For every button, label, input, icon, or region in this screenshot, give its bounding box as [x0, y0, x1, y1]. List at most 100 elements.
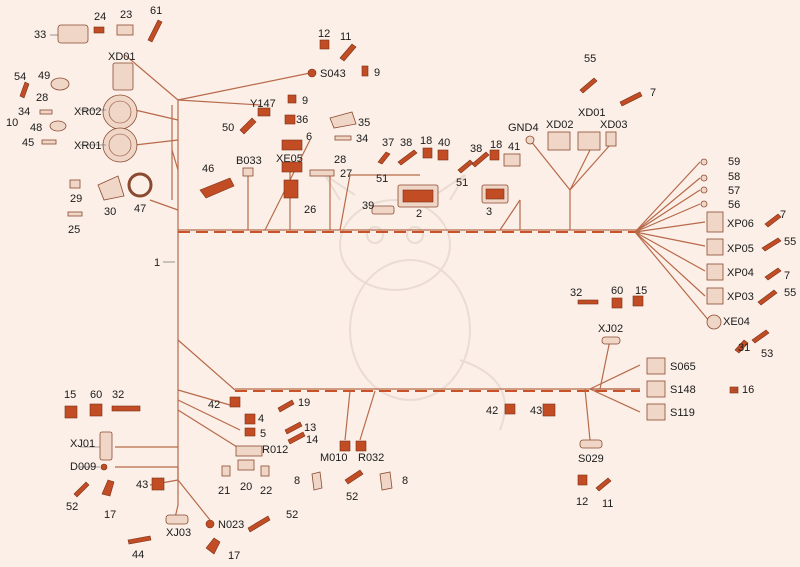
part-4-seal-icon [244, 413, 256, 425]
label-1: 1 [154, 257, 160, 269]
XE05-connector-icon [281, 161, 303, 173]
S065-splice-icon [646, 357, 666, 375]
label-9b: 9 [302, 95, 308, 107]
label-XJ02: XJ02 [598, 323, 623, 335]
label-54: 54 [14, 71, 26, 83]
label-12a: 12 [318, 28, 330, 40]
label-59: 59 [728, 156, 740, 168]
part-38a-terminal-icon [397, 149, 418, 166]
label-S043: S043 [320, 68, 346, 80]
part-34-seal-icon [39, 109, 53, 115]
label-32b: 32 [112, 389, 124, 401]
part-7c-terminal-icon [764, 267, 782, 281]
parts [19, 19, 782, 555]
label-20: 20 [240, 481, 252, 493]
part-56-terminal-icon [700, 200, 708, 208]
label-XD01-top: XD01 [108, 51, 136, 63]
label-52b: 52 [346, 491, 358, 503]
B033-connector-icon [242, 167, 254, 177]
label-15b: 15 [64, 389, 76, 401]
label-13: 13 [304, 422, 316, 434]
label-52a: 52 [66, 501, 78, 513]
part-51b-pin-icon [457, 159, 474, 174]
part-27-plug-icon [309, 169, 335, 177]
part-11b-terminal-icon [595, 477, 612, 492]
label-19: 19 [298, 397, 310, 409]
label-53: 53 [761, 348, 773, 360]
XP04-connector-icon [706, 263, 724, 281]
label-S148: S148 [670, 384, 696, 396]
label-Y147: Y147 [250, 98, 276, 110]
label-8a: 8 [294, 475, 300, 487]
label-30: 30 [104, 206, 116, 218]
label-56: 56 [728, 199, 740, 211]
part-25-pin-icon [67, 211, 83, 217]
part-9-clip-icon [287, 94, 297, 104]
XD02-connector-icon [547, 131, 571, 151]
label-43b: 43 [136, 479, 148, 491]
label-58: 58 [728, 171, 740, 183]
label-R032: R032 [358, 452, 384, 464]
XD01-connector-icon [577, 131, 601, 151]
part-21-fuse-icon [221, 465, 231, 477]
M010-connector-icon [339, 440, 351, 452]
label-36: 36 [296, 114, 308, 126]
part-50-pin-icon [239, 117, 257, 135]
label-S119: S119 [670, 407, 695, 419]
label-31: 31 [738, 342, 750, 354]
label-37: 37 [382, 137, 394, 149]
main-harness [115, 54, 711, 521]
label-4: 4 [258, 413, 264, 425]
part-43b-clip-icon [151, 477, 165, 491]
label-XR01: XR01 [74, 140, 102, 152]
label-18a: 18 [420, 135, 432, 147]
part-26-connector-icon [283, 179, 299, 199]
part-29-plug-icon [69, 179, 81, 189]
label-55c: 55 [784, 287, 796, 299]
label-18b: 18 [490, 139, 502, 151]
label-46: 46 [202, 163, 214, 175]
part-39-cover-icon [371, 205, 395, 215]
label-29: 29 [70, 193, 82, 205]
XJ02-connector-icon [601, 336, 621, 345]
label-XD03: XD03 [600, 119, 628, 131]
part-59-terminal-icon [700, 158, 708, 166]
label-2: 2 [416, 208, 422, 220]
label-XD02: XD02 [546, 119, 574, 131]
label-52c: 52 [286, 509, 298, 521]
label-8b: 8 [402, 475, 408, 487]
label-42a: 42 [486, 405, 498, 417]
part-47-ring-icon [127, 172, 153, 198]
label-38a: 38 [400, 137, 412, 149]
part-8b-plug-icon [379, 471, 393, 491]
part-32b-pin-icon [111, 405, 141, 412]
S043-splice-icon [307, 68, 317, 78]
part-44-pin-icon [127, 535, 152, 545]
part-60b-seal-icon [89, 403, 103, 417]
part-41-relay-icon [503, 153, 521, 167]
part-31-pin-icon [734, 339, 749, 354]
label-M010: M010 [320, 452, 348, 464]
label-XJ03: XJ03 [166, 527, 191, 539]
labels: 33 24 23 61 XD01 12 11 S043 9 54 49 28 X… [6, 5, 796, 562]
label-28a: 28 [36, 92, 48, 104]
label-47: 47 [134, 203, 146, 215]
label-43a: 43 [530, 405, 542, 417]
label-27: 27 [340, 168, 352, 180]
XE04-connector-icon [706, 314, 722, 330]
part-42a-clip-icon [504, 403, 516, 415]
label-38b: 38 [470, 143, 482, 155]
S148-splice-icon [646, 380, 666, 398]
label-17a: 17 [104, 509, 116, 521]
label-55b: 55 [784, 236, 796, 248]
label-S065: S065 [670, 361, 696, 373]
label-6: 6 [306, 131, 312, 143]
label-51a: 51 [376, 173, 388, 185]
part-57-terminal-icon [700, 186, 708, 194]
label-24: 24 [94, 11, 106, 23]
label-41: 41 [508, 141, 520, 153]
part-17b-clip-icon [205, 537, 221, 555]
label-N023: N023 [218, 519, 244, 531]
part-33-box-icon [57, 24, 89, 44]
